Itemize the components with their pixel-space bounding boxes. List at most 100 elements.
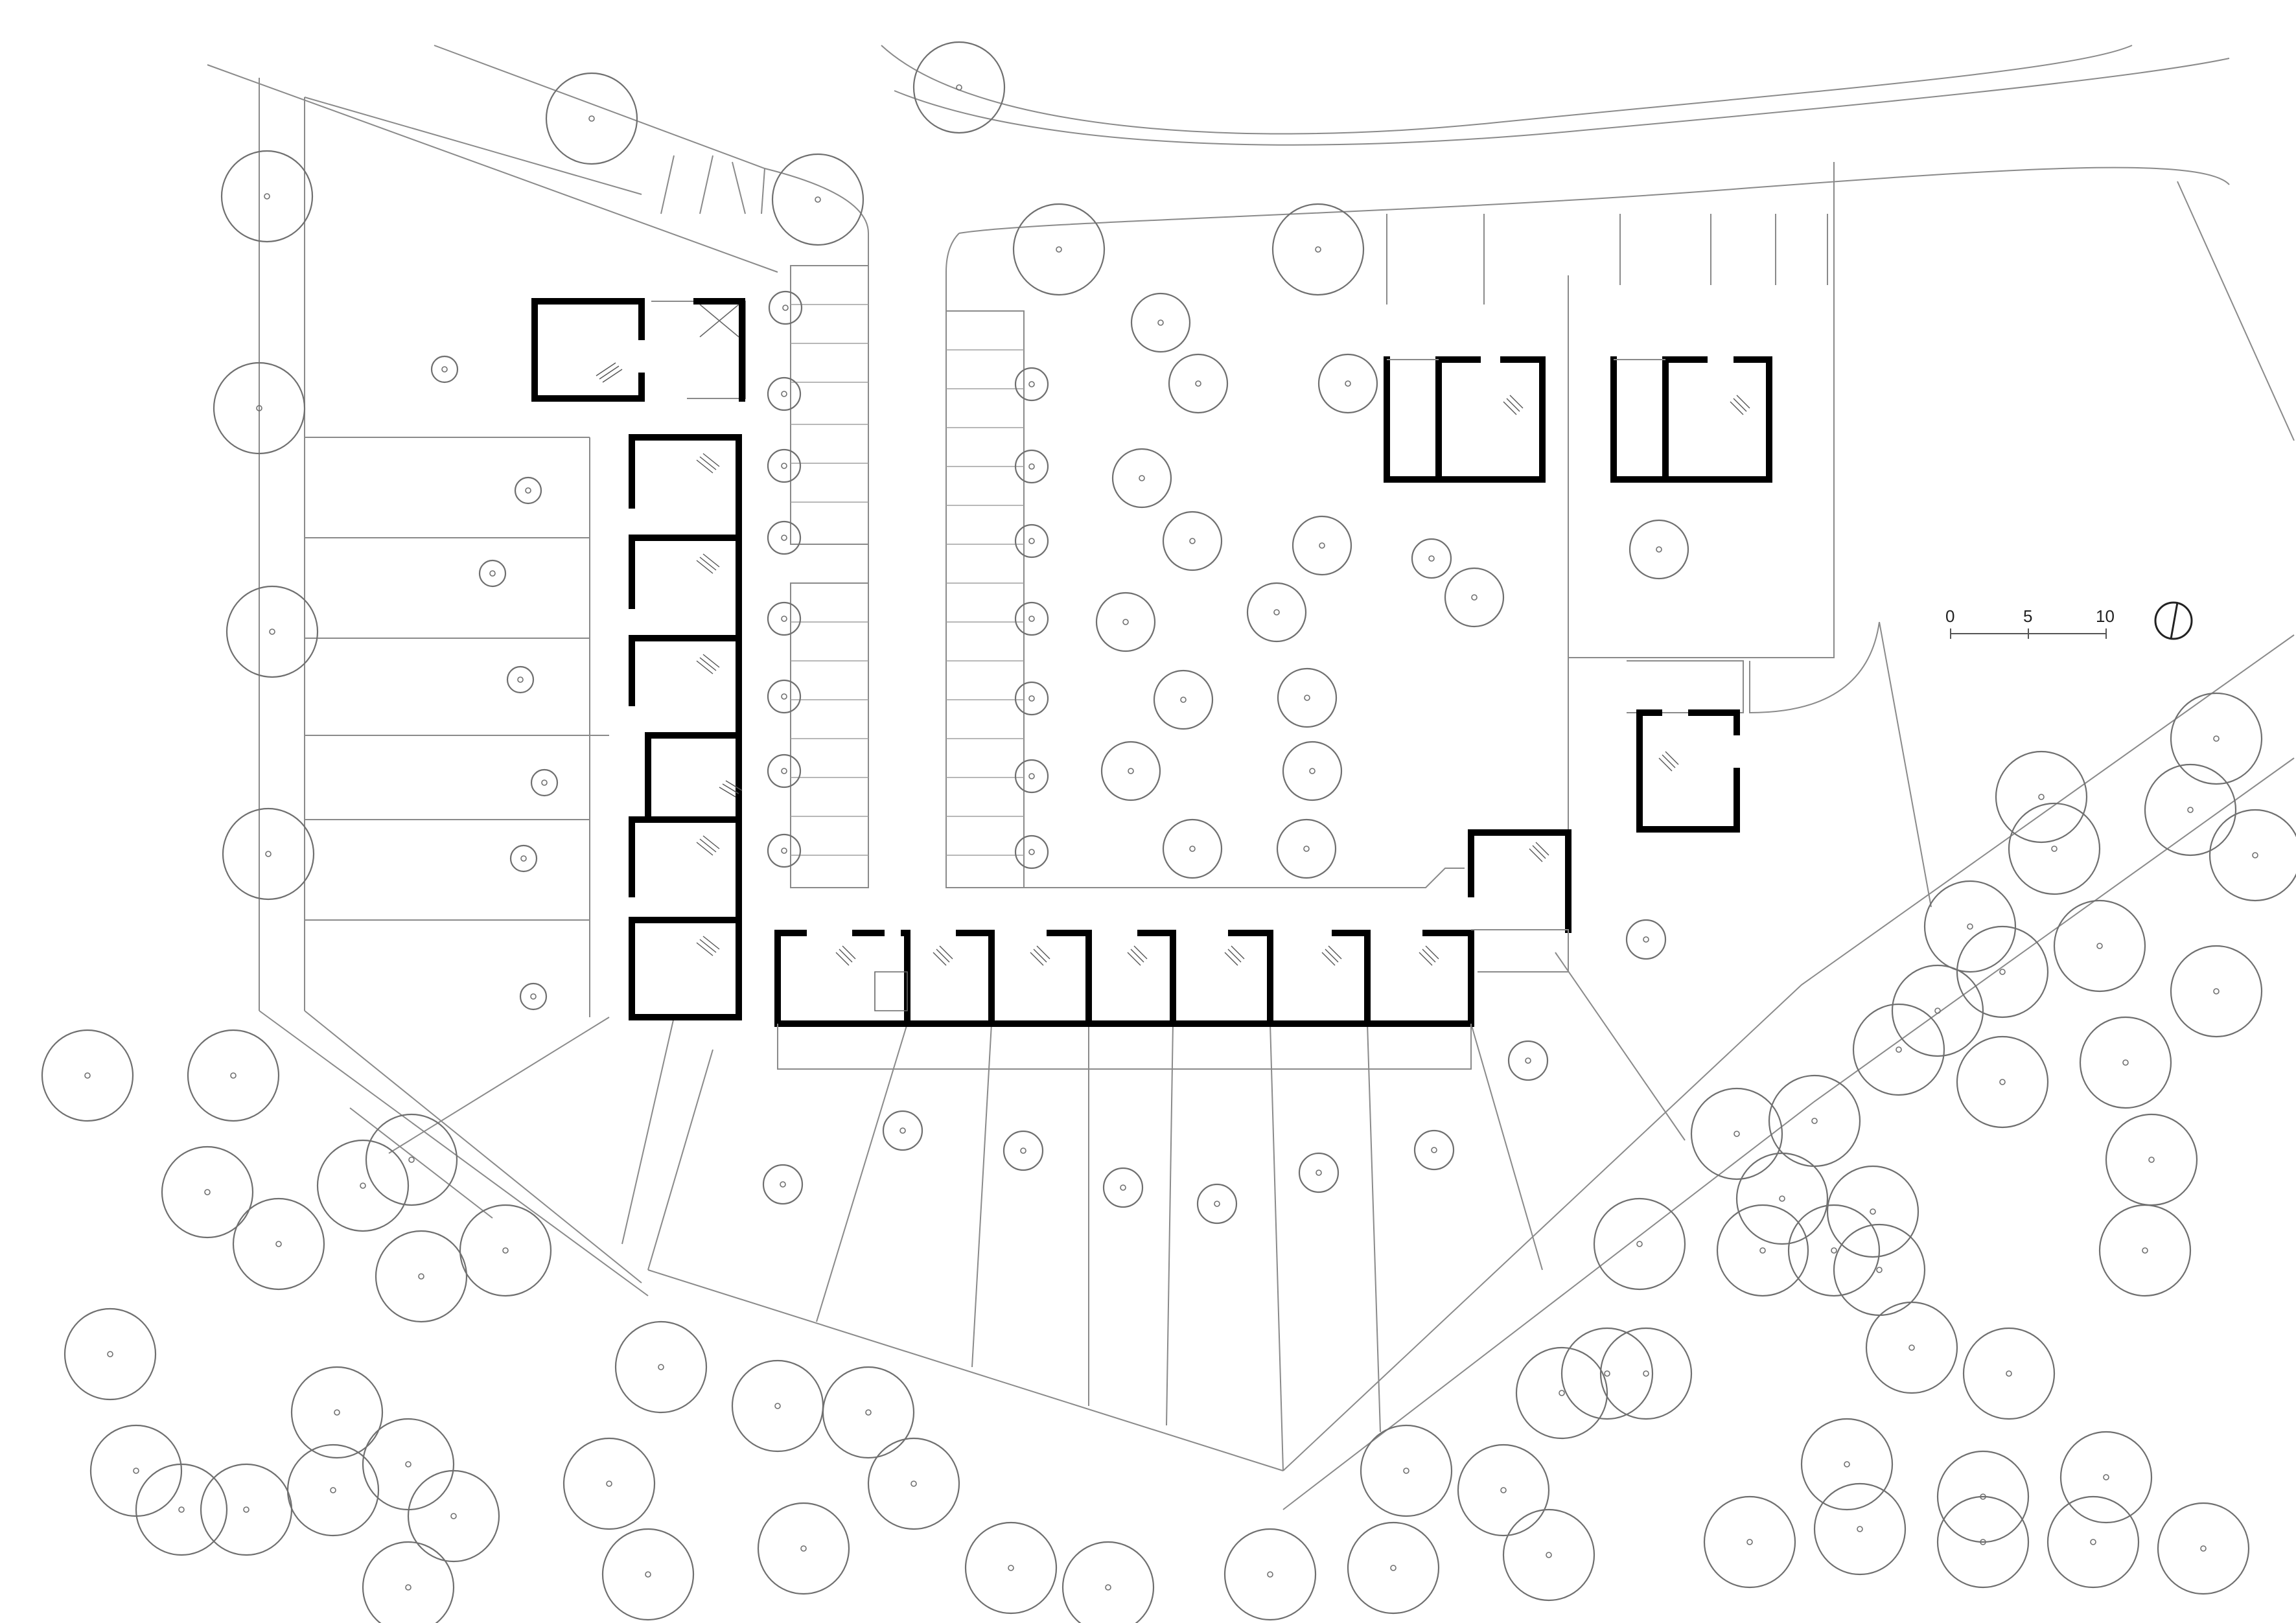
tree-canopy (1800, 1418, 1894, 1511)
tree-trunk (815, 196, 821, 203)
tree-trunk (1844, 1461, 1850, 1468)
tree-canopy (762, 1164, 804, 1205)
tree-trunk (1811, 1118, 1818, 1124)
tree-canopy (290, 1366, 384, 1459)
tree-canopy (286, 1444, 380, 1537)
tree-trunk (230, 1072, 237, 1079)
tree-trunk (781, 535, 787, 541)
tree-trunk (1428, 555, 1435, 562)
tree-canopy (226, 585, 319, 678)
tree-trunk (1028, 463, 1035, 470)
tree-canopy (1787, 1204, 1881, 1297)
tree-trunk (1195, 380, 1201, 387)
tree-trunk (489, 570, 496, 577)
tree-canopy (1936, 1495, 2030, 1589)
tree-trunk (1604, 1370, 1610, 1377)
tree-canopy (2144, 763, 2237, 857)
tree-trunk (330, 1487, 336, 1493)
tree-canopy (1995, 750, 2088, 844)
tree-canopy (232, 1197, 325, 1291)
tree-canopy (2170, 692, 2263, 785)
tree-canopy (1457, 1444, 1550, 1537)
tree-trunk (2252, 852, 2258, 858)
tree-trunk (956, 84, 962, 91)
tree-trunk (1636, 1241, 1643, 1247)
tree-trunk (2142, 1247, 2148, 1254)
tree-canopy (459, 1204, 552, 1297)
tree-trunk (781, 847, 787, 854)
tree-trunk (1870, 1208, 1876, 1215)
tree-canopy (1360, 1424, 1453, 1517)
tree-canopy (1130, 292, 1191, 353)
tree-canopy (1153, 669, 1214, 730)
tree-canopy (430, 355, 459, 384)
tree-trunk (781, 768, 787, 774)
tree-canopy (1865, 1301, 1958, 1394)
tree-trunk (1759, 1247, 1766, 1254)
tree-trunk (1315, 246, 1321, 253)
tree-canopy (1735, 1152, 1829, 1245)
tree-canopy (64, 1307, 157, 1401)
tree-trunk (658, 1364, 664, 1370)
scale-label-5: 5 (2023, 606, 2032, 626)
tree-trunk (1656, 546, 1662, 553)
tree-canopy (1936, 1450, 2030, 1543)
tree-canopy (161, 1145, 254, 1239)
tree-trunk (910, 1480, 917, 1487)
tree-trunk (1028, 381, 1035, 387)
tree-trunk (645, 1571, 651, 1578)
tree-canopy (1703, 1495, 1796, 1589)
tree-canopy (1100, 741, 1161, 801)
tree-trunk (502, 1247, 509, 1254)
tree-canopy (1444, 567, 1505, 628)
tree-canopy (822, 1366, 915, 1459)
tree-canopy (1852, 1003, 1945, 1096)
tree-trunk (1896, 1046, 1902, 1053)
tree-trunk (1214, 1201, 1220, 1207)
tree-trunk (2122, 1059, 2129, 1066)
tree-trunk (1831, 1247, 1837, 1254)
tree-trunk (1189, 538, 1196, 544)
tree-canopy (1014, 601, 1049, 636)
tree-canopy (867, 1437, 960, 1530)
tree-canopy (757, 1502, 850, 1595)
tree-canopy (1168, 353, 1229, 414)
tree-canopy (1413, 1129, 1455, 1171)
tree-trunk (1345, 380, 1351, 387)
tree-trunk (2187, 807, 2194, 813)
tree-trunk (2148, 1157, 2155, 1163)
tree-canopy (1276, 818, 1337, 879)
tree-canopy (601, 1528, 695, 1621)
tree-canopy (187, 1029, 280, 1122)
tree-canopy (731, 1359, 824, 1453)
tree-trunk (588, 115, 595, 122)
scale-label-0: 0 (1945, 606, 1954, 626)
tree-canopy (1095, 592, 1156, 652)
tree-trunk (2038, 794, 2045, 800)
tree-canopy (1593, 1197, 1686, 1291)
tree-trunk (1934, 1007, 1941, 1014)
tree-trunk (1471, 594, 1478, 601)
tree-trunk (1028, 849, 1035, 855)
tree-canopy (2209, 809, 2296, 902)
tree-trunk (781, 693, 787, 700)
tree-canopy (362, 1541, 455, 1623)
tree-trunk (517, 676, 524, 683)
tree-trunk (541, 779, 548, 786)
tree-canopy (1003, 1130, 1044, 1171)
tree-trunk (525, 487, 531, 494)
tree-trunk (520, 855, 527, 862)
tree-canopy (767, 520, 802, 555)
tree-canopy (1813, 1482, 1907, 1576)
tree-canopy (362, 1418, 455, 1511)
tree-canopy (2157, 1502, 2250, 1595)
tree-canopy (545, 72, 638, 165)
tree-trunk (1180, 696, 1187, 703)
tree-canopy (478, 559, 507, 588)
tree-canopy (1061, 1541, 1155, 1623)
tree-canopy (1625, 919, 1667, 960)
tree-trunk (1028, 616, 1035, 622)
tree-trunk (782, 305, 789, 311)
tree-canopy (912, 41, 1006, 134)
